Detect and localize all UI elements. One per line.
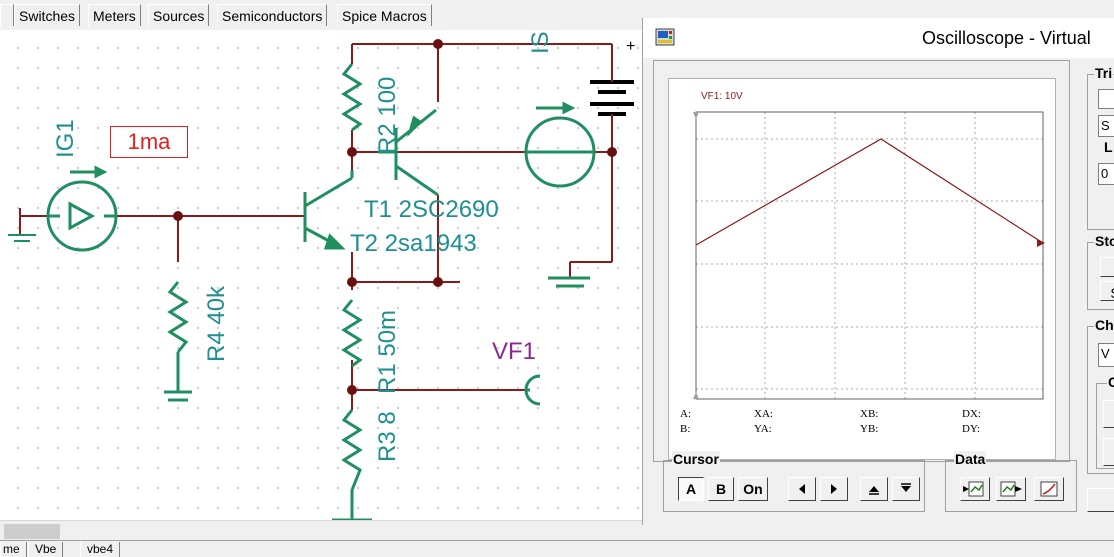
cursor-b-button[interactable]: B xyxy=(708,477,734,501)
page-tab-me[interactable]: me xyxy=(0,542,27,557)
tab-spice-macros[interactable]: Spice Macros xyxy=(337,4,432,26)
cursor-a-button[interactable]: A xyxy=(678,477,704,501)
cursor-on-button[interactable]: On xyxy=(738,477,768,501)
schematic-wires xyxy=(8,39,634,520)
cursor-down-button[interactable] xyxy=(892,477,920,501)
trigger-group: Tri S L 0 xyxy=(1087,65,1114,230)
curve-icon xyxy=(1040,481,1058,497)
arrow-down-bar-icon xyxy=(901,483,911,492)
data-curve-button[interactable] xyxy=(1034,477,1064,501)
scrollbar-thumb[interactable] xyxy=(4,524,60,539)
oscilloscope-window: Oscilloscope - Virtual xyxy=(642,18,1114,525)
trigger-checkbox[interactable] xyxy=(1098,89,1114,109)
readout-xb: XB: xyxy=(860,408,879,420)
component-tabs: Switches Meters Sources Semiconductors S… xyxy=(0,0,1114,30)
oscilloscope-titlebar[interactable]: Oscilloscope - Virtual xyxy=(643,18,1114,58)
cursor-left-button[interactable] xyxy=(788,477,816,501)
ig1-label: IG1 xyxy=(52,119,79,158)
tab-semiconductors[interactable]: Semiconductors xyxy=(217,4,328,26)
cursor-group-title: Cursor xyxy=(672,451,720,467)
readout-b: B: xyxy=(680,423,691,435)
page-tab-vbe4[interactable]: vbe4 xyxy=(80,542,121,557)
canvas-horizontal-scrollbar[interactable] xyxy=(0,520,642,541)
arrow-right-icon xyxy=(831,484,837,494)
readout-xa: XA: xyxy=(754,408,773,420)
export-chart-icon xyxy=(1000,481,1022,497)
trigger-source-field[interactable]: S xyxy=(1098,115,1114,137)
trigger-group-title: Tri xyxy=(1094,65,1114,81)
scope-display[interactable]: VF1: 10V xyxy=(668,78,1056,460)
channel-subgroup-title: C xyxy=(1107,374,1114,390)
storage-group: Sto S xyxy=(1087,233,1114,310)
data-group: Data xyxy=(945,451,1077,512)
schematic-canvas[interactable]: IG1 1ma R2 100 R4 40k R1 50m R3 8 T1 2SC… xyxy=(0,30,642,520)
channel-group: Ch V C xyxy=(1087,317,1114,474)
data-export-button[interactable] xyxy=(996,477,1026,501)
ig1-value-box[interactable]: 1ma xyxy=(110,126,188,158)
r4-label: R4 40k xyxy=(203,285,230,362)
storage-button-2[interactable]: S xyxy=(1100,281,1114,301)
import-chart-icon xyxy=(963,481,984,497)
tab-partial[interactable] xyxy=(0,4,14,26)
tab-switches[interactable]: Switches xyxy=(14,4,81,26)
storage-button-1[interactable] xyxy=(1100,257,1114,277)
scope-display-frame: VF1: 10V A: B: XA: YA: XB: YB: DX: DY: xyxy=(653,60,1070,462)
channel-select[interactable]: V xyxy=(1098,343,1114,367)
channel-sub-button-2[interactable] xyxy=(1103,438,1114,466)
readout-dy: DY: xyxy=(962,423,980,435)
page-tab-vbe[interactable]: Vbe xyxy=(28,542,64,557)
scope-channel-label: VF1: 10V xyxy=(701,91,743,102)
t2-label: T2 2sa1943 xyxy=(350,230,477,257)
readout-a: A: xyxy=(680,408,691,420)
channel-sub-button-1[interactable] xyxy=(1103,400,1114,428)
page-tabs: me Vbe vbe4 xyxy=(0,540,1114,557)
vf1-probe-label: VF1 xyxy=(492,338,537,365)
scope-grid-and-trace xyxy=(693,111,1045,400)
arrow-up-bar-icon xyxy=(869,486,879,495)
r3-label: R3 8 xyxy=(374,411,401,462)
oscilloscope-title: Oscilloscope - Virtual xyxy=(922,28,1091,48)
oscilloscope-app-icon xyxy=(655,28,675,46)
scope-bottom-right-button[interactable] xyxy=(1087,488,1114,512)
storage-group-title: Sto xyxy=(1094,233,1114,249)
t1-label: T1 2SC2690 xyxy=(364,196,499,223)
arrow-left-icon xyxy=(799,484,805,494)
trigger-level-field[interactable]: 0 xyxy=(1098,163,1114,185)
trigger-level-label: L xyxy=(1104,139,1113,155)
battery-plus-sign: + xyxy=(626,38,636,55)
r2-label: R2 100 xyxy=(374,76,401,154)
channel-group-title: Ch xyxy=(1094,317,1114,333)
r1-label: R1 50m xyxy=(374,309,401,394)
scope-trace xyxy=(695,138,1044,246)
channel-subgroup: C xyxy=(1096,374,1114,469)
readout-dx: DX: xyxy=(962,408,981,420)
cursor-right-button[interactable] xyxy=(820,477,848,501)
readout-yb: YB: xyxy=(860,423,879,435)
data-import-button[interactable] xyxy=(960,477,990,501)
cursor-group: Cursor A B On xyxy=(663,451,925,512)
tab-sources[interactable]: Sources xyxy=(148,4,210,26)
is-label: IS xyxy=(527,31,554,54)
readout-ya: YA: xyxy=(754,423,772,435)
tab-meters[interactable]: Meters xyxy=(88,4,141,26)
data-group-title: Data xyxy=(954,451,987,467)
cursor-up-button[interactable] xyxy=(860,477,888,501)
